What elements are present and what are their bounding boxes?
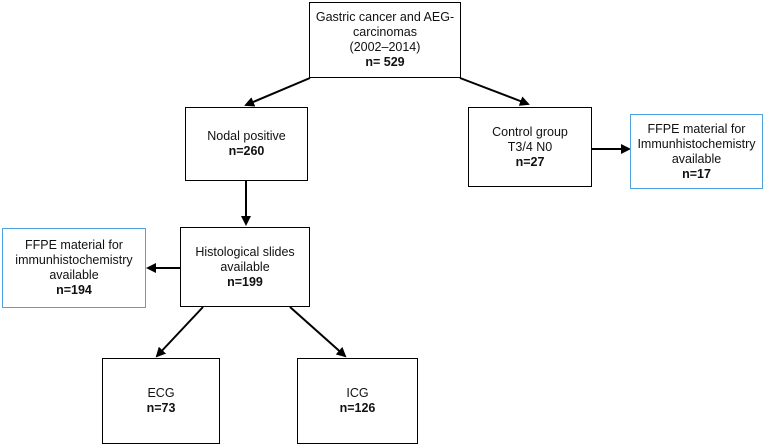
edge-histo-to-ecg [155, 306, 204, 358]
node-control-count: n=27 [515, 154, 545, 169]
node-nodal: Nodal positive n=260 [185, 107, 308, 181]
edge-root-to-control [459, 77, 530, 106]
node-ffpe-right-line-3: available [671, 151, 722, 166]
node-histo-count: n=199 [227, 274, 263, 289]
node-ffpe-right-count: n=17 [682, 166, 711, 181]
node-control-line-1: Control group [492, 124, 568, 139]
node-histo-line-2: available [220, 259, 270, 274]
node-ffpe-right-line-1: FFPE material for [647, 121, 746, 136]
node-ffpe-left: FFPE material for immunhistochemistry av… [2, 228, 146, 308]
node-nodal-count: n=260 [228, 144, 265, 158]
node-ecg-line-1: ECG [147, 386, 175, 400]
node-histo: Histological slides available n=199 [180, 227, 310, 307]
node-ffpe-right: FFPE material for Immunhistochemistry av… [630, 114, 763, 189]
node-icg-count: n=126 [339, 401, 376, 415]
node-ffpe-left-line-3: available [49, 268, 99, 282]
node-ffpe-left-line-1: FFPE material for [25, 238, 123, 252]
node-icg-line-1: ICG [346, 386, 369, 400]
node-ffpe-right-line-2: Immunhistochemistry [637, 136, 756, 151]
node-ecg: ECG n=73 [102, 358, 220, 444]
edge-root-to-nodal [244, 77, 311, 107]
node-root-line-2: carcinomas [353, 25, 417, 39]
node-root-count: n= 529 [365, 55, 405, 69]
node-control-line-2: T3/4 N0 [507, 139, 553, 154]
node-histo-line-1: Histological slides [195, 244, 295, 259]
node-root: Gastric cancer and AEG- carcinomas (2002… [309, 2, 461, 78]
node-ffpe-left-count: n=194 [56, 283, 92, 297]
node-root-line-1: Gastric cancer and AEG- [315, 10, 455, 24]
edge-histo-to-icg [289, 306, 347, 358]
node-nodal-line-1: Nodal positive [207, 129, 286, 143]
node-ecg-count: n=73 [146, 401, 176, 415]
node-root-line-3: (2002–2014) [349, 40, 421, 54]
node-icg: ICG n=126 [297, 358, 418, 444]
node-ffpe-left-line-2: immunhistochemistry [15, 253, 133, 267]
node-control: Control group T3/4 N0 n=27 [468, 107, 592, 187]
